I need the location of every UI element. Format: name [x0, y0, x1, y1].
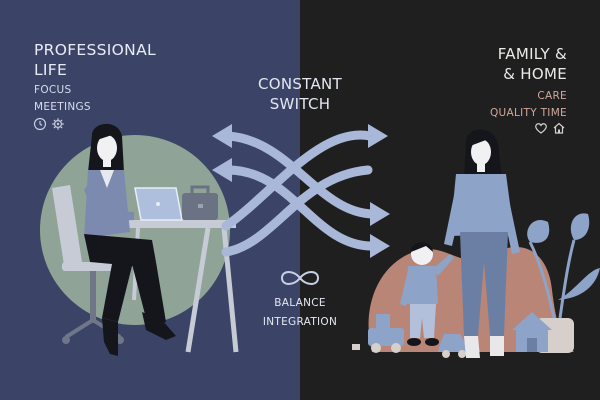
center-title: CONSTANT SWITCH: [240, 74, 360, 114]
clock-icon: [33, 117, 47, 131]
switch-arrows: [221, 130, 377, 257]
left-title-line1: PROFESSIONAL: [34, 41, 156, 59]
home-icon: [553, 122, 565, 134]
left-subtitle: FOCUS MEETINGS: [34, 82, 91, 116]
right-subtitle: CARE QUALITY TIME: [490, 88, 567, 122]
right-sub-line1: CARE: [537, 90, 567, 102]
laptop: [134, 187, 183, 221]
right-title: FAMILY & & HOME: [498, 44, 567, 84]
mother-figure: [444, 129, 520, 358]
left-title-line2: LIFE: [34, 61, 68, 79]
center-title-line2: SWITCH: [269, 95, 331, 113]
center-sub-line2: INTEGRATION: [262, 316, 338, 328]
briefcase: [182, 185, 218, 220]
child-figure: [400, 242, 454, 346]
left-title: PROFESSIONAL LIFE: [34, 40, 156, 80]
heart-icon: [535, 123, 547, 134]
left-icons: [33, 117, 65, 131]
center-sub-line1: BALANCE: [274, 297, 326, 309]
right-sub-line2: QUALITY TIME: [489, 107, 567, 119]
toy-house: [512, 312, 552, 352]
right-icons: [534, 121, 566, 135]
businesswoman-figure: [84, 123, 176, 356]
arrow-heads: [212, 124, 390, 258]
left-sub-line1: FOCUS: [34, 84, 72, 96]
gear-icon: [52, 118, 64, 130]
right-title-line1: FAMILY &: [497, 45, 567, 63]
toy-car: [438, 334, 470, 358]
right-title-line2: & HOME: [503, 65, 567, 83]
infinity-icon: [280, 271, 320, 285]
toy-train: [352, 303, 404, 353]
left-sub-line2: MEETINGS: [34, 101, 91, 113]
center-subtitle: BALANCE INTEGRATION: [240, 294, 360, 332]
center-title-line1: CONSTANT: [257, 75, 343, 93]
